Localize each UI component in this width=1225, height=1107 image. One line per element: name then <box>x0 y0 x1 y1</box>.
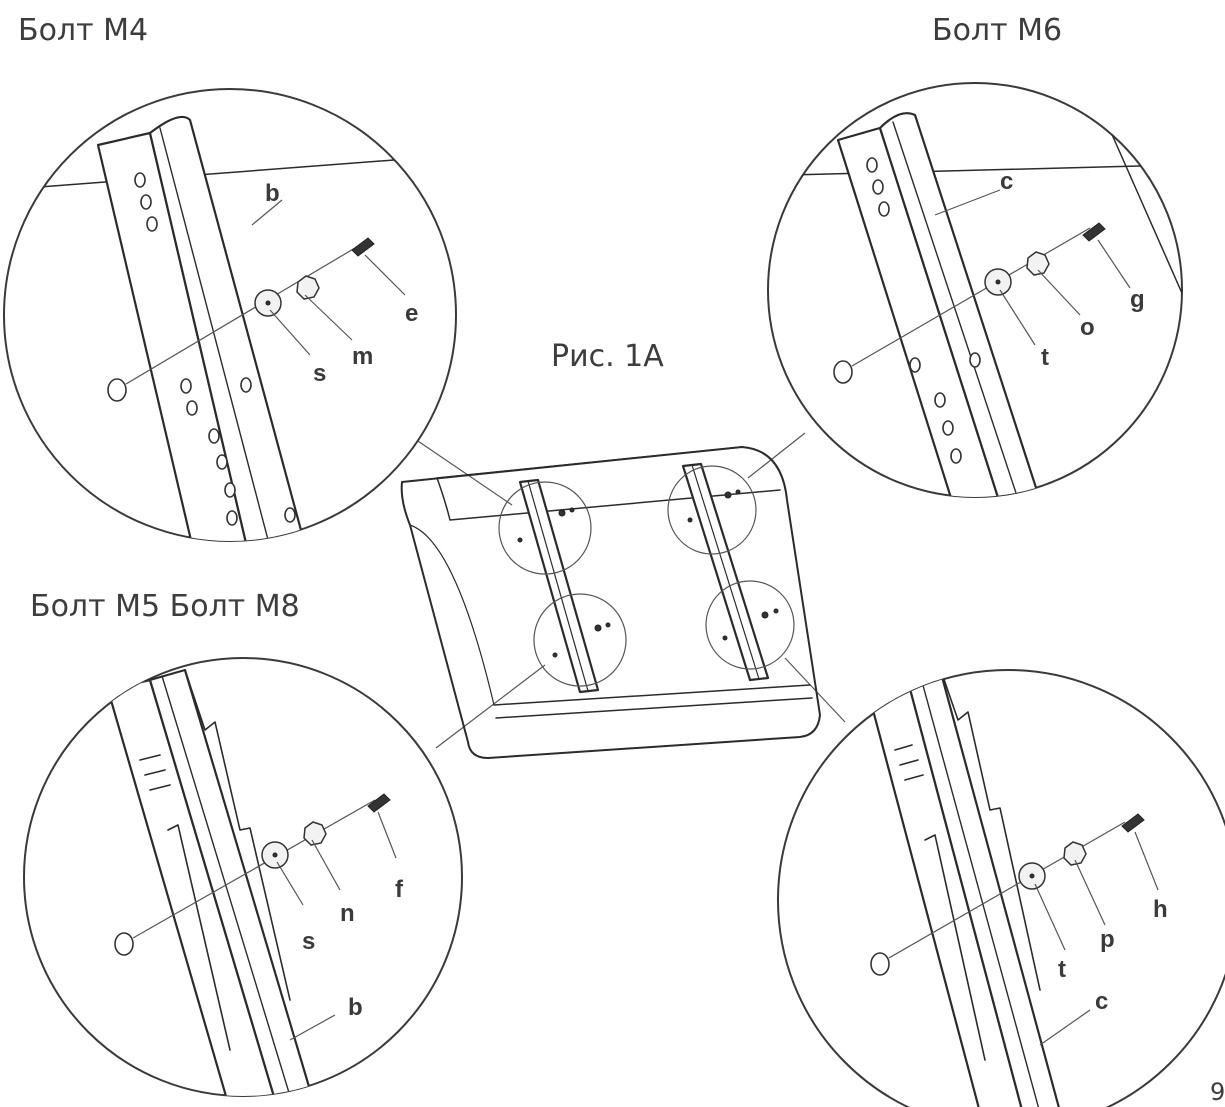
label-tr-c: c <box>1000 168 1014 195</box>
figure-caption: Рис. 1А <box>551 339 664 374</box>
label-bl-n: n <box>340 900 355 927</box>
detail-m6 <box>767 82 1183 498</box>
label-br-c: c <box>1095 988 1109 1015</box>
label-tl-m: m <box>352 343 374 370</box>
label-br-p: p <box>1100 926 1115 953</box>
label-bl-f: f <box>395 876 403 903</box>
label-br-t: t <box>1058 956 1066 983</box>
label-tl-s: s <box>313 360 327 387</box>
caption-bolt-m4: Болт M4 <box>18 13 149 48</box>
detail-m5-m8 <box>23 657 463 1097</box>
label-bl-b: b <box>348 994 363 1021</box>
detail-bottom-right <box>777 669 1225 1107</box>
tv-panel <box>400 446 821 759</box>
label-tl-b: b <box>265 180 280 207</box>
label-tr-o: o <box>1080 314 1095 341</box>
caption-bolt-m6: Болт M6 <box>932 13 1063 48</box>
caption-bolt-m5-m8: Болт M5 Болт M8 <box>30 589 300 624</box>
label-bl-s: s <box>302 928 316 955</box>
label-tr-g: g <box>1130 286 1145 313</box>
label-tl-e: e <box>405 300 419 327</box>
connector-lines <box>411 432 846 749</box>
page-number: 9 <box>1210 1078 1225 1106</box>
label-br-h: h <box>1153 896 1168 923</box>
detail-m4 <box>3 88 457 542</box>
label-tr-t: t <box>1041 344 1049 371</box>
